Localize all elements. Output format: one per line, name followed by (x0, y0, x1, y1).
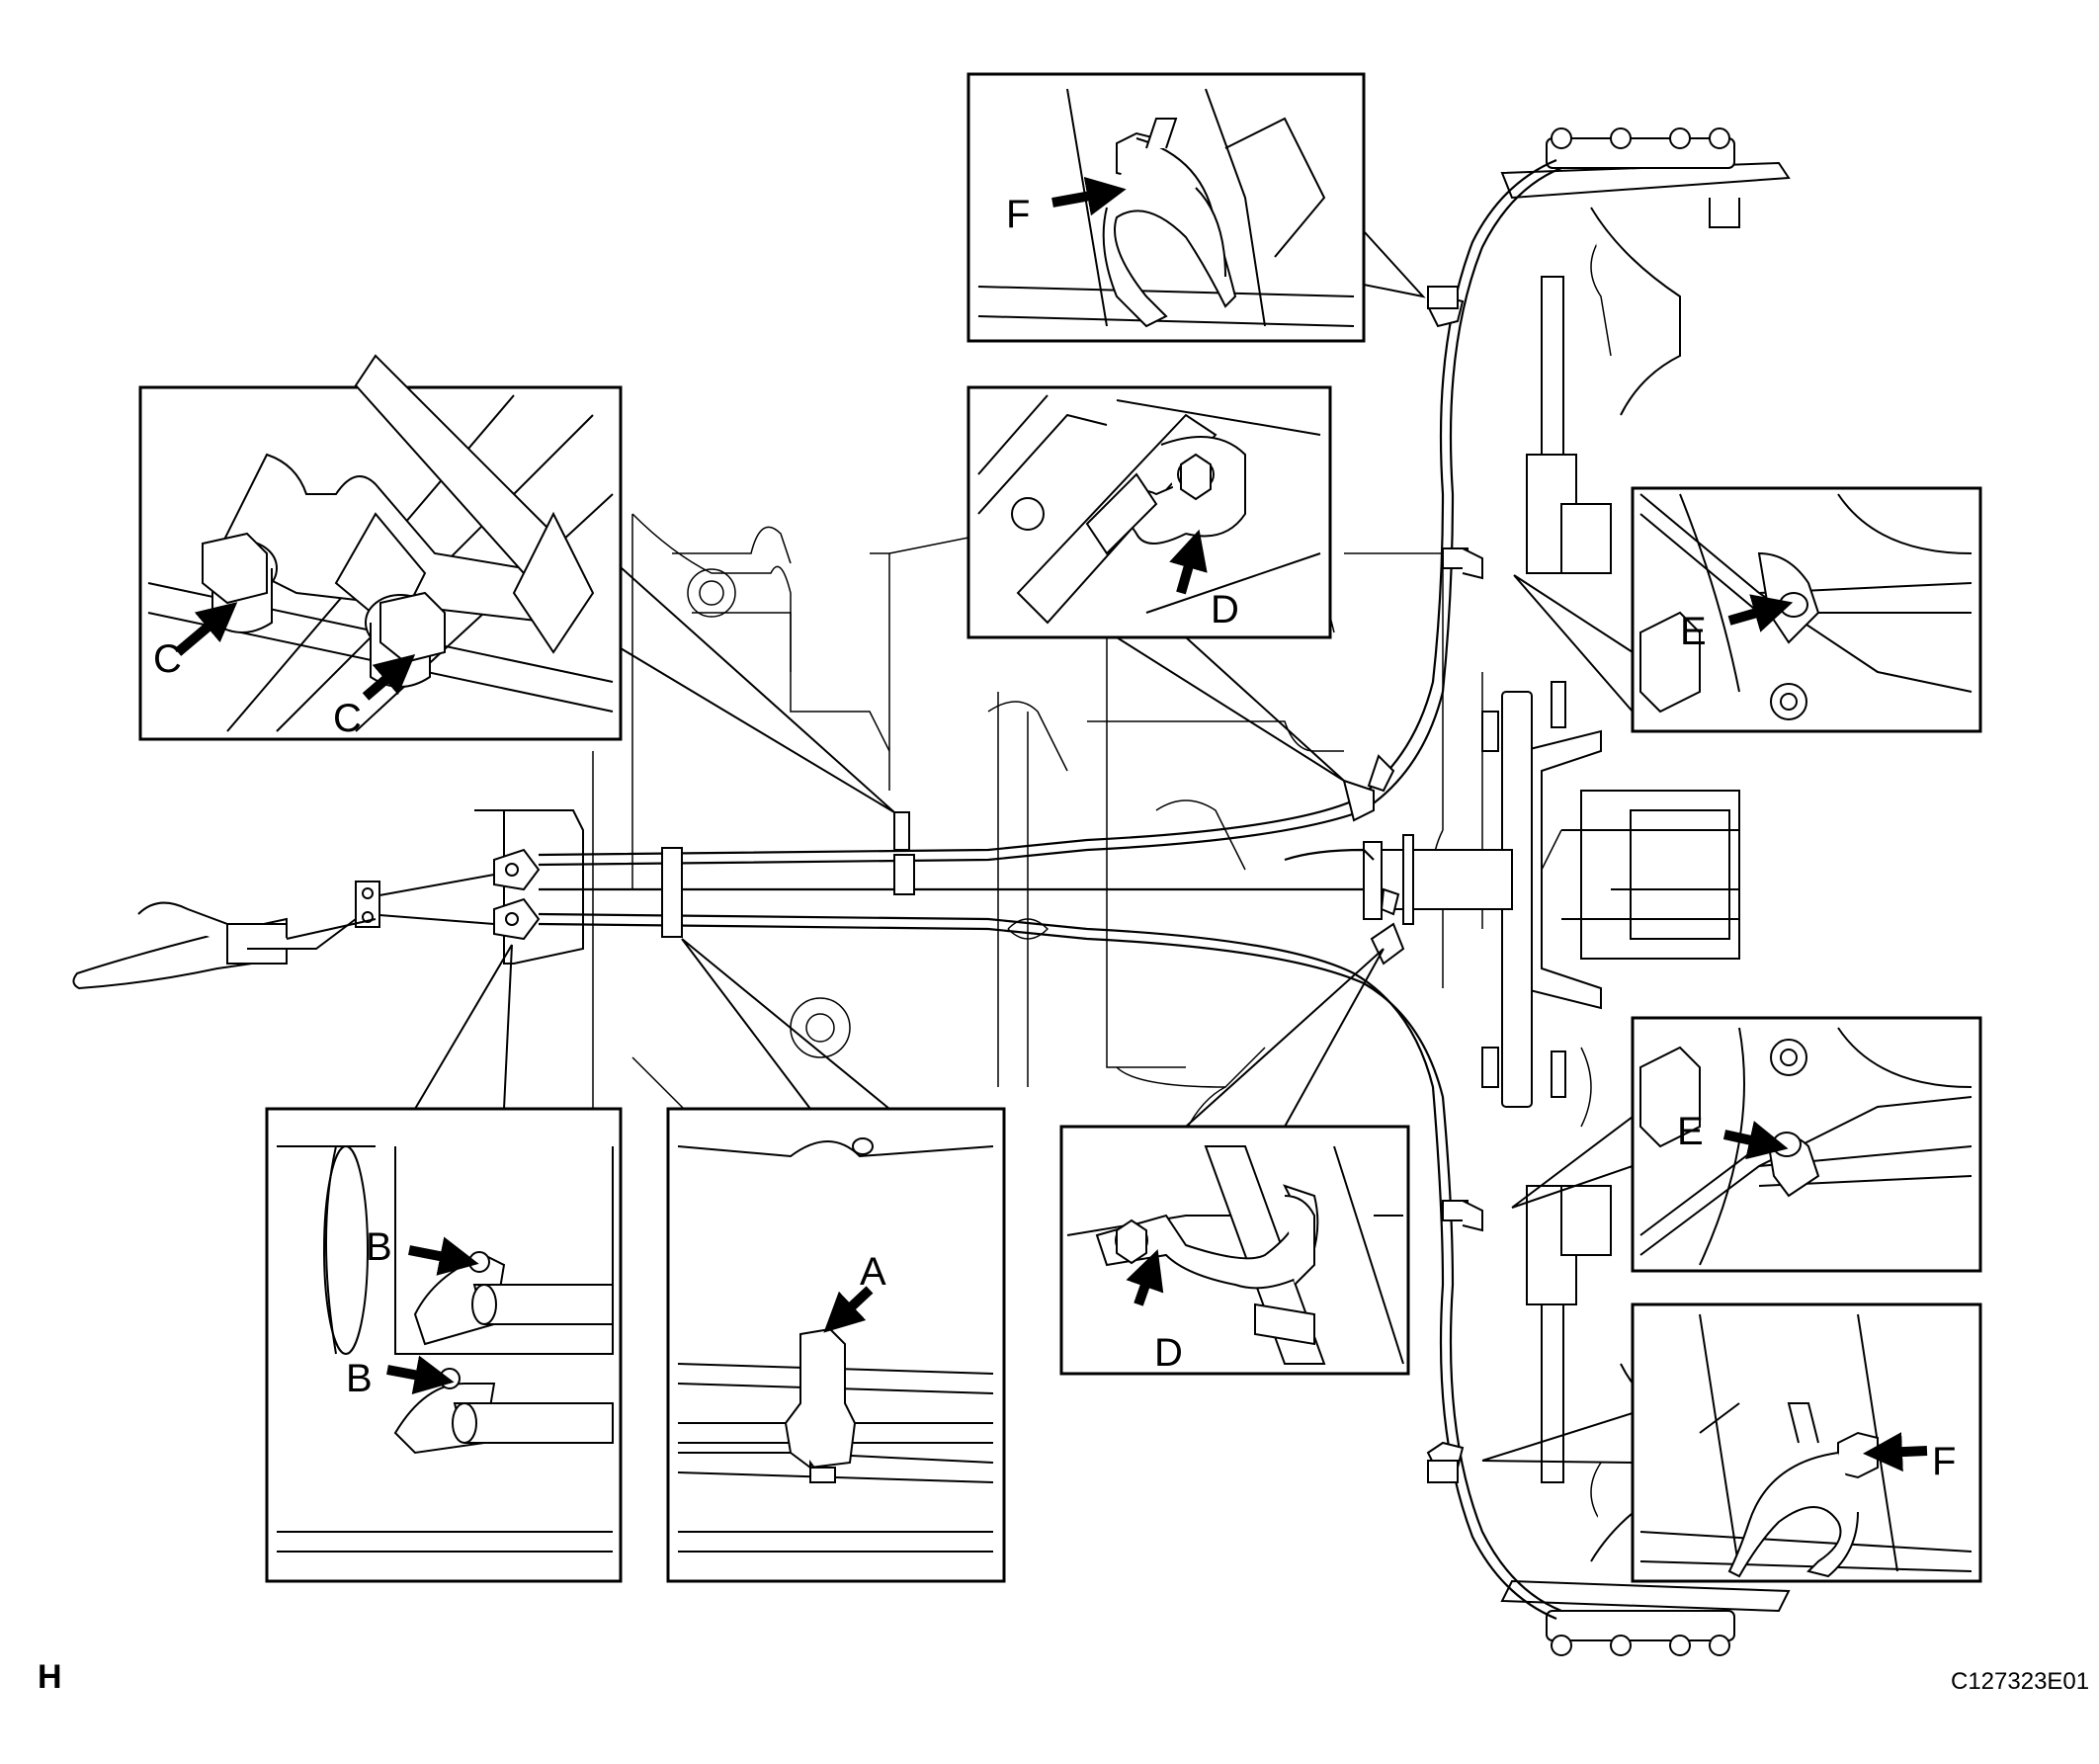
callout-top-right-bracket: F (966, 72, 1366, 343)
cable-bracket-b (474, 809, 584, 965)
callout-label-f: F (1006, 193, 1030, 236)
callout-label-b-1: B (366, 1225, 392, 1269)
callout-label-f-lower: F (1932, 1440, 1956, 1483)
rear-brake-cables (538, 158, 1562, 1621)
callout-label-e-upper: E (1680, 610, 1707, 653)
equalizer-cables (286, 874, 495, 940)
callout-label-a: A (860, 1250, 886, 1294)
callout-lower-left-bracket: B B (265, 1107, 623, 1583)
figure-code: C127323E01 (1951, 1668, 2090, 1695)
callout-upper-left-bolts: C C (138, 354, 623, 741)
callout-label-e-lower: E (1677, 1110, 1704, 1153)
parking-brake-lever (72, 881, 380, 990)
callout-label-c-1: C (153, 637, 182, 681)
callout-bottom-right-bracket: F (1631, 1302, 1982, 1583)
callout-label-d-upper: D (1211, 588, 1239, 631)
callout-upper-mid-clamp: D (966, 385, 1332, 639)
callout-lower-center-clamp: D (1059, 1125, 1410, 1376)
sheet-marker: H (38, 1658, 62, 1696)
rear-suspension-upper (1500, 127, 1791, 574)
cable-clips (661, 286, 1483, 1483)
callout-lower-mid-clip: A (666, 1107, 1006, 1583)
rear-axle (1363, 681, 1740, 1108)
callout-label-d-lower: D (1154, 1331, 1183, 1375)
callout-right-lower-clamp: E (1631, 1016, 1982, 1273)
callout-right-upper-clamp: E (1631, 486, 1982, 733)
callout-label-b-2: B (346, 1357, 373, 1400)
callout-label-c-2: C (333, 697, 362, 740)
